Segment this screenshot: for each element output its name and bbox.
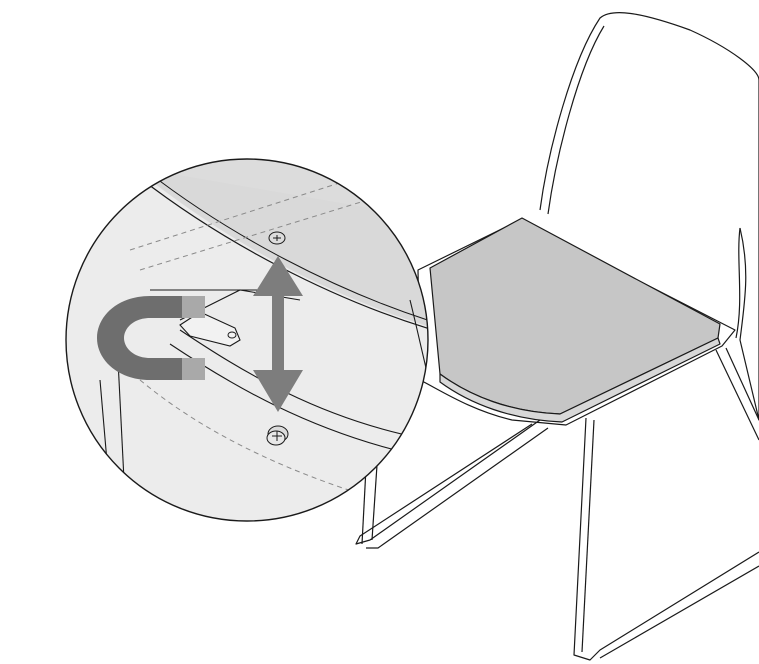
chair [355, 12, 759, 661]
double-arrow-icon [253, 256, 303, 412]
seat-pad [429, 217, 721, 423]
chair-frame [355, 347, 759, 661]
screw-icon [266, 425, 289, 446]
screw-icon [268, 231, 286, 245]
magnet-icon [97, 296, 205, 380]
detail-callout [65, 158, 429, 522]
chair-backrest [539, 12, 759, 421]
